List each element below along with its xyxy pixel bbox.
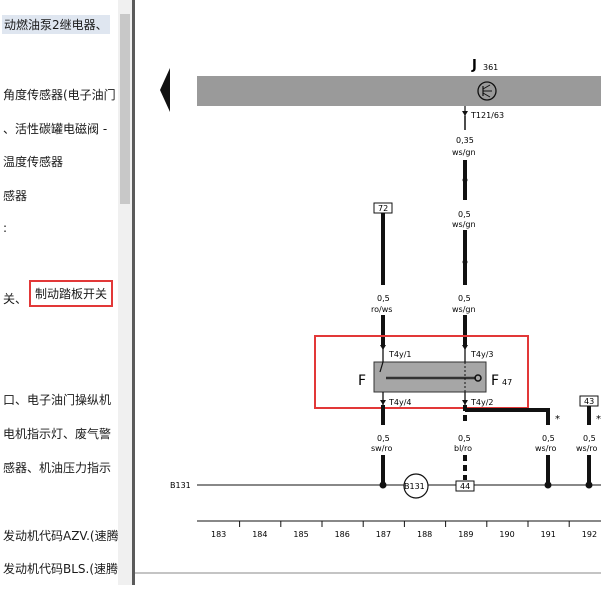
pin-t4y2: T4y/2 (470, 398, 494, 407)
b131-node-label: B131 (404, 482, 425, 491)
wire-label-color-4: ws/gn (452, 305, 476, 314)
sidebar-scrollbar[interactable] (118, 0, 132, 585)
wire-label-size-1: 0,35 (456, 136, 474, 145)
wire-label-color-2: ws/gn (452, 220, 476, 229)
wiring-diagram: J 361 T121/63 0,35 ws/gn 0,5 ws/gn 0,5 w… (135, 58, 601, 574)
tree-item-angle-sensor[interactable]: 角度传感器(电子油门 (3, 88, 116, 102)
scrollbar-thumb[interactable] (120, 14, 130, 204)
wire-label-color-5: sw/ro (371, 444, 393, 453)
sidebar-tree: 动燃油泵2继电器、 角度传感器(电子油门 、活性碳罐电磁阀 - 温度传感器 感器… (0, 0, 118, 585)
highlight-box (314, 335, 529, 409)
tree-item-oil-pressure-indicator[interactable]: 感器、机油压力指示 (3, 461, 112, 475)
component-j-sub: 361 (483, 63, 498, 72)
connector-t121-63: T121/63 (470, 111, 504, 120)
wire-label-color-6: bl/ro (454, 444, 472, 453)
component-f47-sub: 47 (502, 378, 512, 387)
tree-item-fuel-pump-relay[interactable]: 动燃油泵2继电器、 (2, 15, 110, 34)
grid-number: 185 (293, 530, 308, 539)
grid-number: 183 (211, 530, 226, 539)
triangle-left-icon[interactable] (160, 68, 170, 112)
component-j-label: J (471, 58, 477, 73)
wire-label-color-7: ws/ro (535, 444, 557, 453)
wire-label-size-4: 0,5 (458, 294, 471, 303)
tree-item-brake-pedal-switch[interactable]: 制动踏板开关 (29, 280, 114, 307)
transistor-symbol-icon (477, 81, 497, 101)
tree-item-switch[interactable]: 关、 (3, 292, 28, 306)
ref-72-label: 72 (378, 204, 388, 213)
wire-label-size-2: 0,5 (458, 210, 471, 219)
wire-label-color-8: ws/ro (576, 444, 598, 453)
tree-item-temperature-sensor[interactable]: 温度传感器 (3, 155, 64, 169)
grid-number: 190 (499, 530, 514, 539)
tree-item-carbon-canister-valve[interactable]: 、活性碳罐电磁阀 - (3, 122, 108, 136)
grid-ruler: 183 184 185 186 187 188 189 190 191 192 (211, 521, 597, 539)
wire-label-size-8: 0,5 (583, 434, 596, 443)
grid-number: 191 (541, 530, 556, 539)
tree-item-motor-indicator[interactable]: 电机指示灯、废气警 (3, 427, 112, 441)
pin-t4y3: T4y/3 (470, 350, 494, 359)
ref-box-44 (455, 480, 475, 492)
tree-item-sensor[interactable]: 感器 (3, 189, 28, 203)
wire-label-size-5: 0,5 (377, 434, 390, 443)
pin-t4y4: T4y/4 (388, 398, 412, 407)
component-f-label: F (358, 373, 366, 389)
wire-label-size-6: 0,5 (458, 434, 471, 443)
wire-label-size-3: 0,5 (377, 294, 390, 303)
grid-number: 188 (417, 530, 432, 539)
grid-number: 187 (376, 530, 391, 539)
control-unit-bar (197, 76, 601, 106)
tree-item-engine-azv[interactable]: 发动机代码AZV.(速腾 (3, 529, 118, 543)
ref-43-label: 43 (584, 397, 594, 406)
tree-item-throttle-actuator[interactable]: 口、电子油门操纵机 (3, 393, 112, 407)
grid-number: 186 (335, 530, 350, 539)
pane-splitter[interactable] (132, 0, 135, 585)
wiring-diagram-pane: J 361 T121/63 0,35 ws/gn 0,5 ws/gn 0,5 w… (135, 0, 601, 585)
grid-number: 184 (252, 530, 267, 539)
grid-number: 189 (458, 530, 473, 539)
wire-label-color-3: ro/ws (371, 305, 392, 314)
grid-number: 192 (582, 530, 597, 539)
wire-label-size-7: 0,5 (542, 434, 555, 443)
ref-44-label: 44 (460, 482, 470, 491)
star-mark-1: * (555, 414, 560, 425)
tree-item-colon[interactable]: : (3, 221, 8, 235)
component-f47-label: F (491, 373, 499, 389)
star-mark-2: * (596, 414, 601, 425)
bus-b131-label: B131 (170, 481, 191, 490)
pin-t4y1: T4y/1 (388, 350, 412, 359)
wire-label-color-1: ws/gn (452, 148, 476, 157)
b131-node (403, 473, 429, 499)
tree-item-engine-bls[interactable]: 发动机代码BLS.(速腾 (3, 562, 118, 576)
